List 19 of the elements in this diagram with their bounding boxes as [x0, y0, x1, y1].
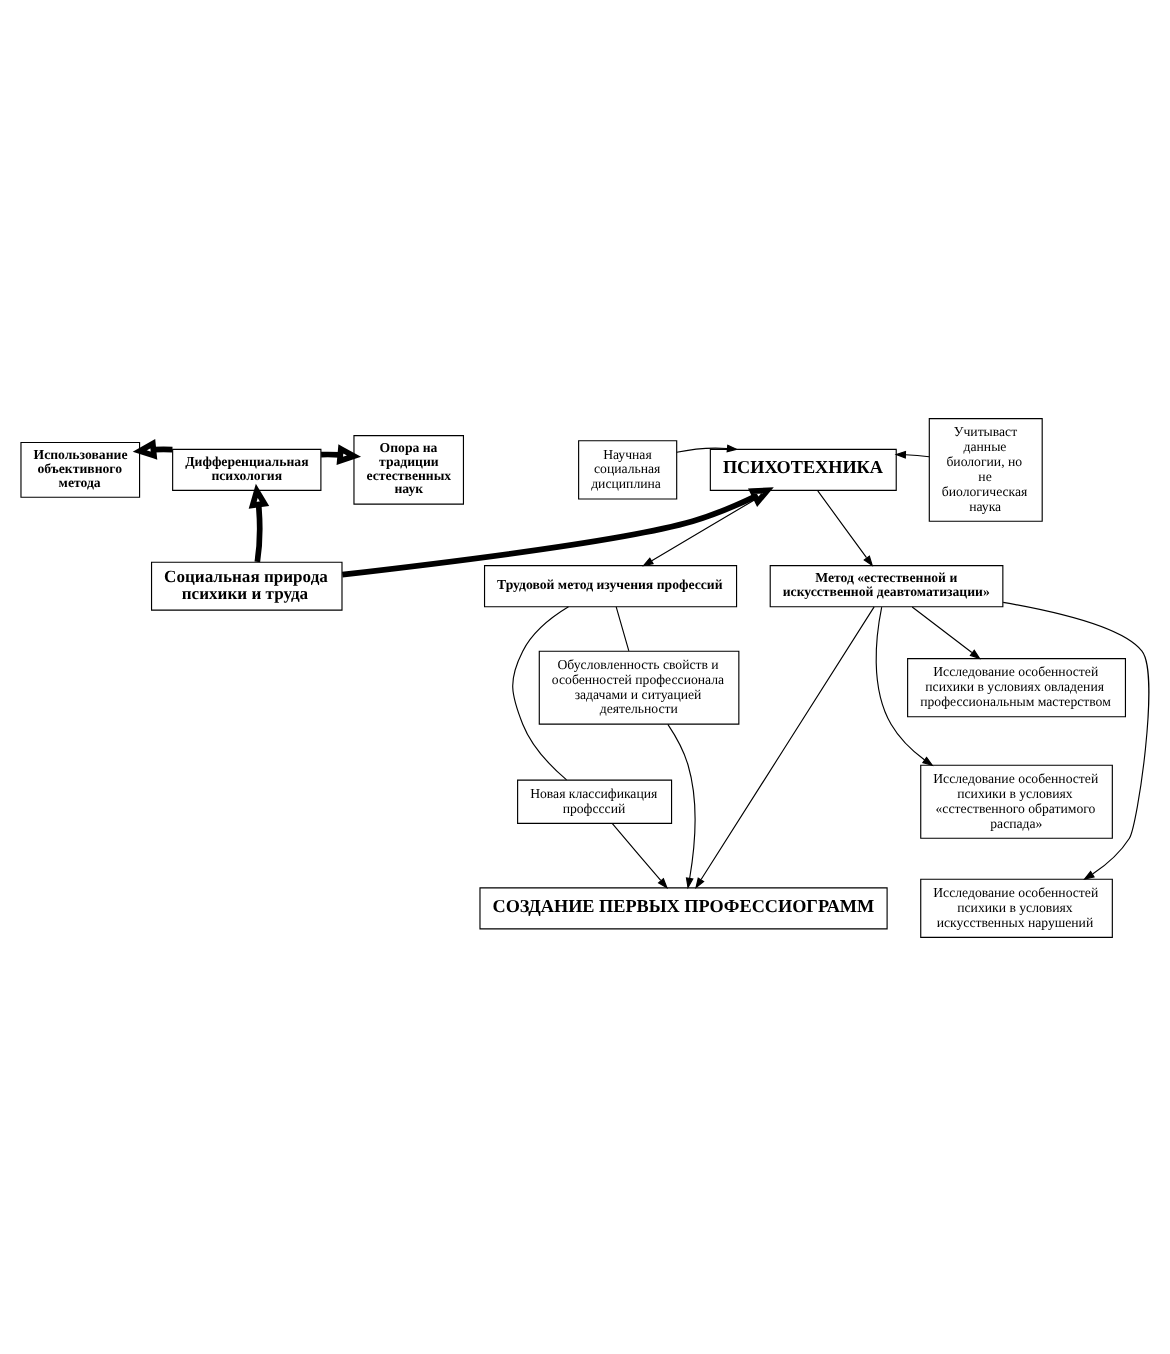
connector	[512, 605, 570, 780]
arrow	[248, 482, 270, 562]
connector	[615, 605, 630, 651]
arrow	[667, 722, 696, 889]
node-box: ПСИХОТЕХНИКА	[709, 447, 897, 490]
arrow	[695, 605, 875, 888]
arrow	[894, 449, 930, 458]
arrow	[911, 605, 981, 659]
arrow	[132, 438, 173, 459]
arrow	[817, 489, 874, 566]
arrow	[1002, 600, 1150, 880]
arrow	[611, 821, 668, 889]
arrow	[342, 486, 774, 577]
arrow	[676, 443, 739, 452]
arrow	[642, 489, 771, 566]
arrow	[875, 605, 934, 766]
arrow	[321, 443, 362, 464]
node-box: СОЗДАНИЕ ПЕРВЫХ ПРОФЕССИОГРАММ	[479, 886, 888, 929]
node-box: Социальная природа психики и труда	[151, 560, 343, 610]
